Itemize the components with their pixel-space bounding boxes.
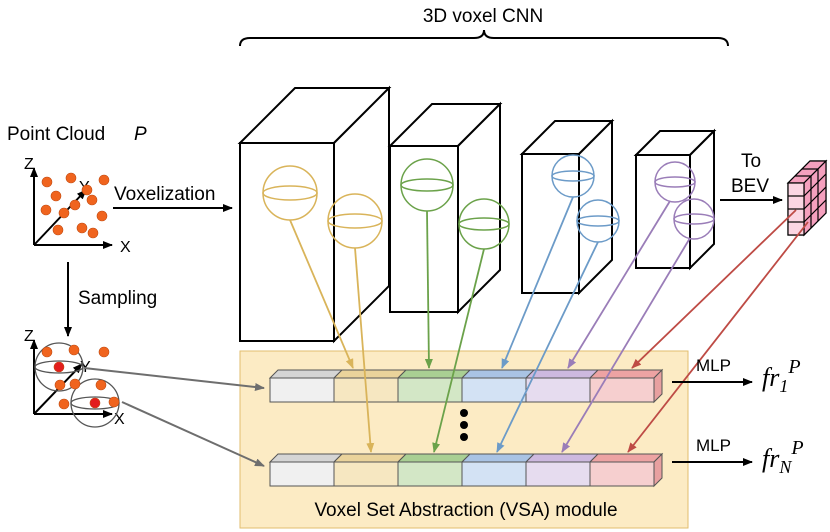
purple-sphere-2 [673, 198, 715, 240]
gray-arrow-top [83, 367, 265, 391]
axis-z-top: Z [24, 156, 34, 173]
sample-sphere-1 [34, 342, 84, 392]
bev-label: BEV [731, 176, 769, 197]
bev-grid [786, 159, 828, 237]
sampled-points [41, 344, 120, 410]
output-feature-bottom: frNP [762, 437, 804, 477]
feature-row-top [268, 368, 664, 404]
axis-x-bottom: X [114, 411, 125, 428]
cnn-block-4 [633, 128, 717, 271]
axis-z-bottom: Z [24, 328, 34, 345]
mlp-label-top: MLP [696, 356, 731, 375]
purple-arrows [561, 200, 691, 453]
cnn-block-3 [519, 118, 615, 296]
to-label: To [741, 151, 761, 172]
blue-arrows [496, 196, 599, 453]
voxelization-label: Voxelization [114, 184, 215, 205]
mlp-label-bottom: MLP [696, 436, 731, 455]
yellow-arrows [289, 219, 375, 453]
output-feature-top: fr1P [762, 356, 801, 396]
point-cloud-label: Point Cloud [7, 124, 105, 145]
vsa-module-label: Voxel Set Abstraction (VSA) module [314, 500, 617, 521]
cnn-brace [239, 29, 729, 47]
feature-row-bottom [268, 452, 664, 488]
sampling-label: Sampling [78, 288, 157, 309]
ellipsis-dots [460, 409, 468, 441]
point-cloud-points [40, 172, 110, 239]
purple-sphere-1 [654, 161, 696, 203]
gray-arrow-bottom [121, 401, 265, 467]
point-cloud-symbol: P [134, 124, 147, 145]
cnn-block-2 [387, 101, 503, 315]
cnn-title: 3D voxel CNN [423, 6, 543, 27]
green-arrows [424, 210, 485, 453]
red-arrows [627, 209, 809, 453]
axis-x-top: X [120, 239, 131, 256]
axes-top [30, 167, 113, 249]
